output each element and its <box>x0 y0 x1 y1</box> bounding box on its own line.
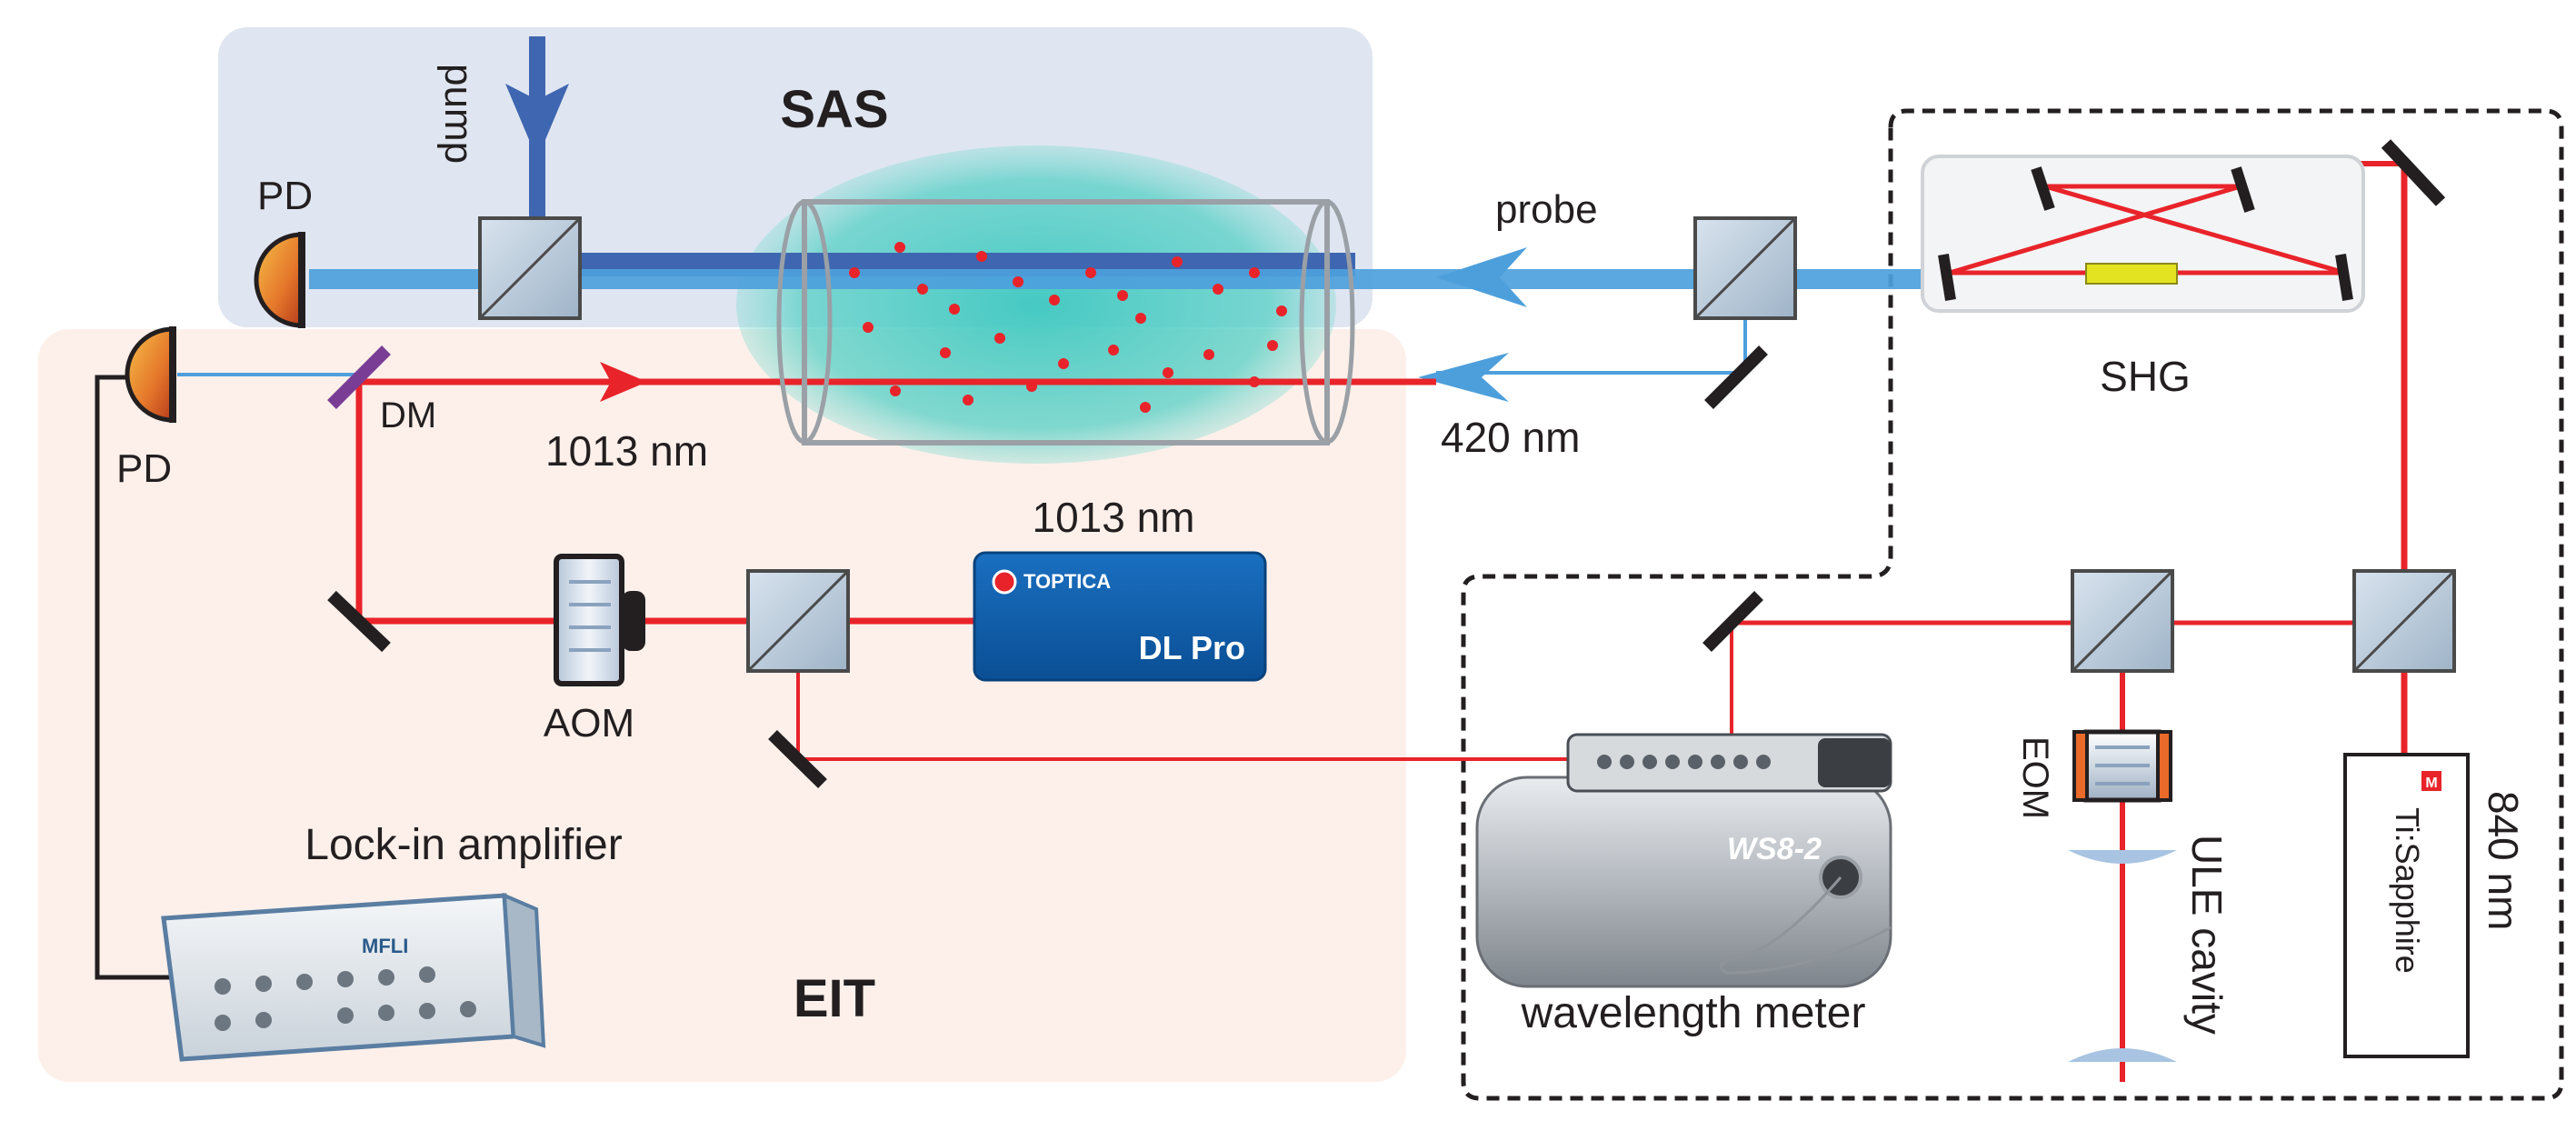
lockin-brand: MFLI <box>362 935 408 957</box>
lock-in-amplifier-device <box>161 892 546 1062</box>
mirror-wavemeter-pickoff <box>1702 591 1763 652</box>
shg-mirror-4 <box>2335 254 2353 301</box>
photodiode-sas <box>254 232 305 328</box>
probe-label: probe <box>1495 187 1598 232</box>
ule-cavity-label: ULE cavity <box>2183 835 2231 1035</box>
aom <box>554 554 645 686</box>
shg-mirror-2 <box>2231 166 2255 213</box>
beam-420-label: 420 nm <box>1441 414 1580 461</box>
pump-label: pump <box>436 64 481 164</box>
eom <box>2072 729 2172 803</box>
pbs-cube-probe <box>1693 216 1797 320</box>
pd-top-label: PD <box>257 174 313 218</box>
mirror-1013-wavemeter <box>768 730 827 788</box>
ule-mirror-bottom <box>2068 1048 2177 1062</box>
ule-mirror-top <box>2068 850 2177 864</box>
msquared-logo-box <box>2421 771 2441 791</box>
vapor-cell <box>776 199 1355 445</box>
pbs-cube-eom <box>2071 569 2174 673</box>
pbs-cube-pump <box>478 216 582 320</box>
mirror-1013-corner <box>327 590 391 653</box>
beam-1013-label: 1013 nm <box>545 427 708 475</box>
1013nm-arrow-icon <box>600 362 647 402</box>
eit-region <box>38 329 1406 1082</box>
mirror-ti-sapphire-top <box>2381 139 2446 206</box>
probe-arrow-icon <box>1436 247 1527 307</box>
420nm-arrow-icon <box>1418 353 1509 402</box>
laser-1013-label: 1013 nm <box>1032 494 1194 541</box>
shg-beam-cross-2 <box>2044 184 2346 275</box>
shg-label: SHG <box>2100 353 2191 400</box>
photodiode-eit <box>125 326 176 423</box>
pd-signal-cable <box>95 375 186 980</box>
wavemeter-label: wavelength meter <box>1521 989 1866 1037</box>
toptica-brand: TOPTICA <box>1023 570 1111 593</box>
toptica-model: DL Pro <box>1139 629 1245 666</box>
ti-sapphire-label: Ti:Sapphire <box>2389 807 2426 974</box>
wavelength-meter-device <box>1475 733 1892 988</box>
toptica-dl-pro-laser <box>973 551 1267 682</box>
atoms <box>849 242 1287 413</box>
shg-enclosure <box>1921 155 2365 313</box>
msquared-logo: M <box>2425 776 2437 791</box>
ti-sapphire-system-enclosure <box>1461 108 2564 1101</box>
lockin-label: Lock-in amplifier <box>305 821 622 869</box>
shg-crystal <box>2085 263 2178 285</box>
eit-label: EIT <box>794 969 875 1028</box>
pump-arrow-icon <box>505 84 569 159</box>
dichroic-mirror <box>327 345 391 409</box>
dm-label: DM <box>380 395 436 435</box>
pbs-cube-1013 <box>746 569 850 673</box>
shg-mirror-1 <box>2031 166 2055 211</box>
shg-mirror-3 <box>1938 254 1956 301</box>
wavemeter-model: WS8-2 <box>1727 832 1822 866</box>
ti-sapphire-laser <box>2343 753 2470 1058</box>
pd-bottom-label: PD <box>116 446 172 491</box>
shg-beam-cross-1 <box>1949 184 2242 275</box>
eom-label: EOM <box>2015 736 2055 819</box>
pbs-cube-ti-sapphire <box>2352 569 2456 673</box>
sas-label: SAS <box>780 80 888 139</box>
wavelength-840-label: 840 nm <box>2480 791 2527 930</box>
probe-beam <box>309 269 1945 289</box>
vapor-glow <box>736 145 1336 464</box>
mirror-420nm <box>1704 345 1768 409</box>
aom-label: AOM <box>544 701 634 746</box>
